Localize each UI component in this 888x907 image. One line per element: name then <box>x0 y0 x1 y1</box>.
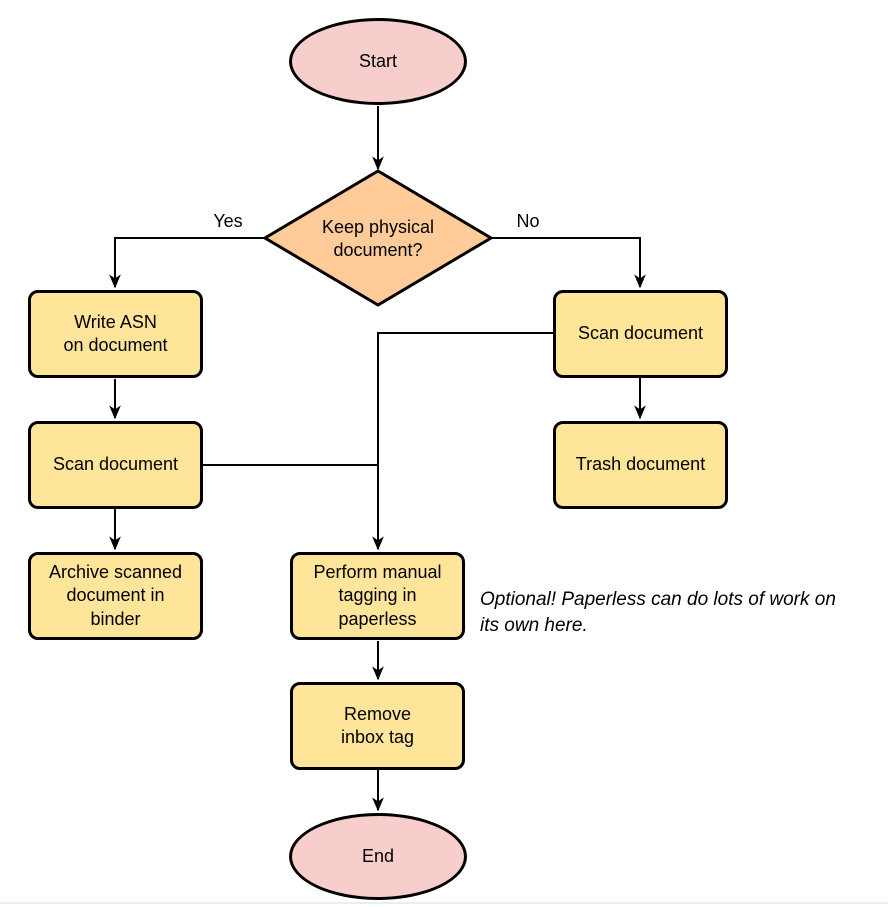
node-scan-document-left: Scan document <box>28 421 203 509</box>
node-remove-inbox-tag: Remove inbox tag <box>290 682 465 770</box>
node-end-label: End <box>361 845 395 866</box>
node-trash-document-label: Trash document <box>575 454 706 475</box>
bottom-rule <box>0 902 888 904</box>
edge-label-yes: Yes <box>213 211 243 231</box>
edge-decision-write-asn <box>109 237 265 289</box>
node-end: End <box>289 813 467 900</box>
node-start: Start <box>289 18 467 105</box>
edge-decision-scan-right <box>491 237 646 289</box>
node-scan-document-right-label: Scan document <box>577 323 704 344</box>
node-write-asn: Write ASN on document <box>28 290 203 378</box>
node-start-label: Start <box>358 50 397 71</box>
node-remove-inbox-tag-label: Remove inbox tag <box>340 703 415 747</box>
node-decision-label: Keep physical document? <box>321 216 435 260</box>
node-scan-document-right: Scan document <box>553 290 728 378</box>
node-trash-document: Trash document <box>553 421 728 509</box>
node-manual-tagging: Perform manual tagging in paperless <box>290 552 465 640</box>
edge-label-no: No <box>516 211 540 231</box>
annotation-note: Optional! Paperless can do lots of work … <box>480 589 836 637</box>
node-archive-binder-label: Archive scanned document in binder <box>48 561 183 629</box>
node-decision: Keep physical document? <box>293 203 463 275</box>
node-archive-binder: Archive scanned document in binder <box>28 552 203 640</box>
node-scan-document-left-label: Scan document <box>52 454 179 475</box>
node-write-asn-label: Write ASN on document <box>63 311 168 355</box>
decision-shape <box>262 169 494 307</box>
node-manual-tagging-label: Perform manual tagging in paperless <box>313 561 442 629</box>
edge-scan-right-tagging <box>372 332 553 551</box>
